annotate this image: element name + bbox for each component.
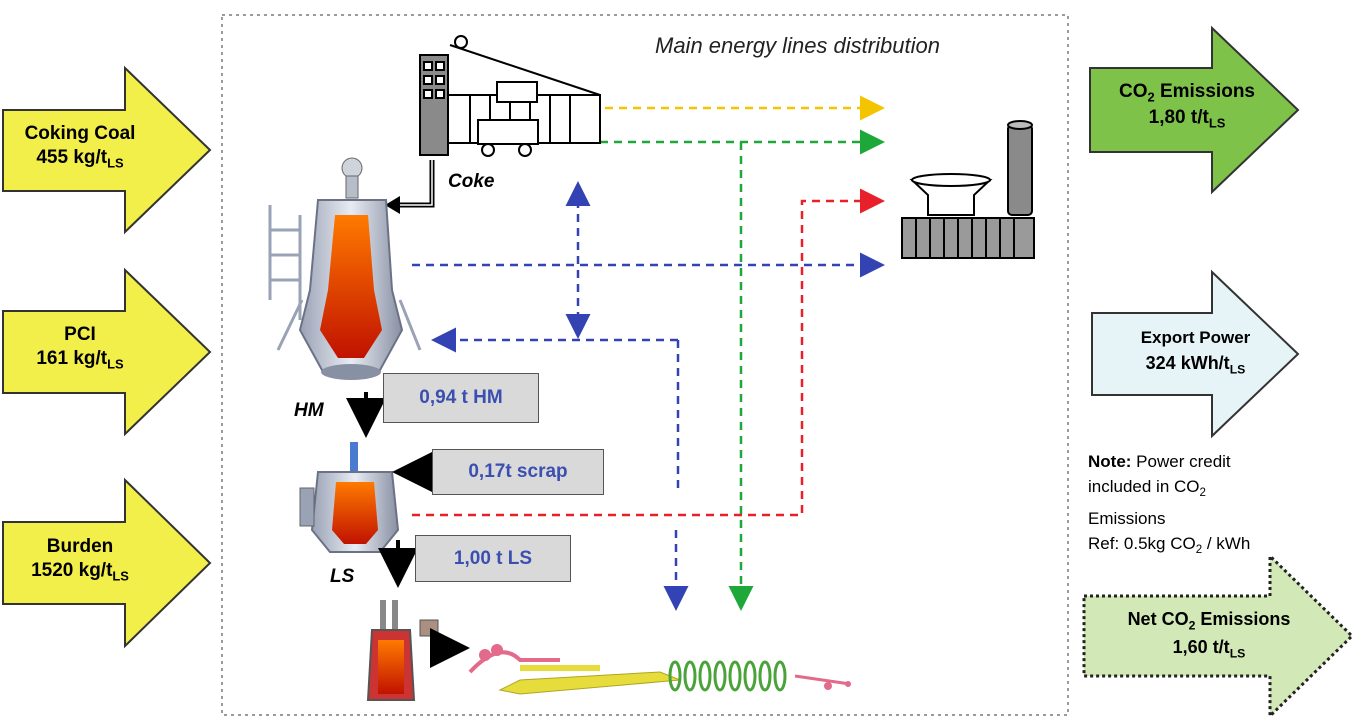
input-name-burden: Burden	[46, 536, 114, 557]
rolling-mill-icon	[468, 644, 851, 695]
power-credit-note: Note: Power credit included in CO2 Emiss…	[1088, 449, 1328, 563]
output-label-net-co2: Net CO2 Emissions 1,60 t/tLS	[1094, 608, 1324, 661]
output-value-co2: 1,80 t/tLS	[1148, 106, 1226, 131]
input-label-pci: PCI 161 kg/tLS	[5, 323, 155, 372]
output-arrow-co2	[1089, 25, 1300, 195]
input-label-coking-coal: Coking Coal 455 kg/tLS	[5, 122, 155, 171]
input-name-pci: PCI	[64, 324, 96, 345]
input-label-burden: Burden 1520 kg/tLS	[5, 535, 155, 584]
output-value-net-co2: 1,60 t/tLS	[1172, 636, 1246, 660]
output-arrow-export-power	[1091, 269, 1300, 439]
coke-feed-line-inner	[392, 160, 433, 206]
quantity-box-scrap: 0,17t scrap	[432, 449, 604, 495]
input-value-coking-coal: 455 kg/tLS	[36, 146, 124, 171]
quantity-box-hm: 0,94 t HM	[383, 373, 539, 423]
note-line-2: included in CO2	[1088, 477, 1206, 500]
input-arrow-coking-coal	[2, 65, 212, 235]
coke-plant-icon	[419, 35, 601, 157]
bof-converter-icon	[299, 442, 400, 553]
ladle-caster-icon	[366, 600, 439, 701]
blast-furnace-icon	[268, 157, 422, 380]
process-label-ls: LS	[330, 566, 355, 587]
input-value-pci: 161 kg/tLS	[36, 347, 124, 372]
diagram-frame	[221, 14, 1069, 716]
quantity-box-ls: 1,00 t LS	[415, 535, 571, 582]
input-value-burden: 1520 kg/tLS	[31, 559, 129, 584]
energy-line-red	[412, 188, 885, 517]
note-line-3: Emissions	[1088, 509, 1166, 529]
coke-feed-arrowhead	[385, 196, 400, 214]
process-label-coke: Coke	[448, 171, 495, 192]
input-arrow-burden	[2, 477, 212, 649]
note-line-4: Ref: 0.5kg CO2 / kWh	[1088, 534, 1251, 557]
output-label-export-power: Export Power 324 kWh/tLS	[1098, 327, 1293, 378]
output-label-co2: CO2 Emissions 1,80 t/tLS	[1092, 80, 1282, 131]
frame-title: Main energy lines distribution	[655, 33, 940, 58]
output-name-net-co2: Net CO2 Emissions	[1127, 609, 1291, 633]
input-name-coking-coal: Coking Coal	[24, 123, 136, 144]
output-name-export-power: Export Power	[1140, 328, 1251, 347]
input-arrow-pci	[2, 267, 212, 437]
note-line-1: Note: Power credit	[1088, 452, 1231, 471]
power-plant-icon	[901, 120, 1035, 259]
output-arrow-net-co2	[1082, 552, 1355, 718]
output-name-co2: CO2 Emissions	[1118, 81, 1255, 105]
output-value-export-power: 324 kWh/tLS	[1145, 353, 1246, 377]
process-label-hm: HM	[294, 400, 324, 421]
